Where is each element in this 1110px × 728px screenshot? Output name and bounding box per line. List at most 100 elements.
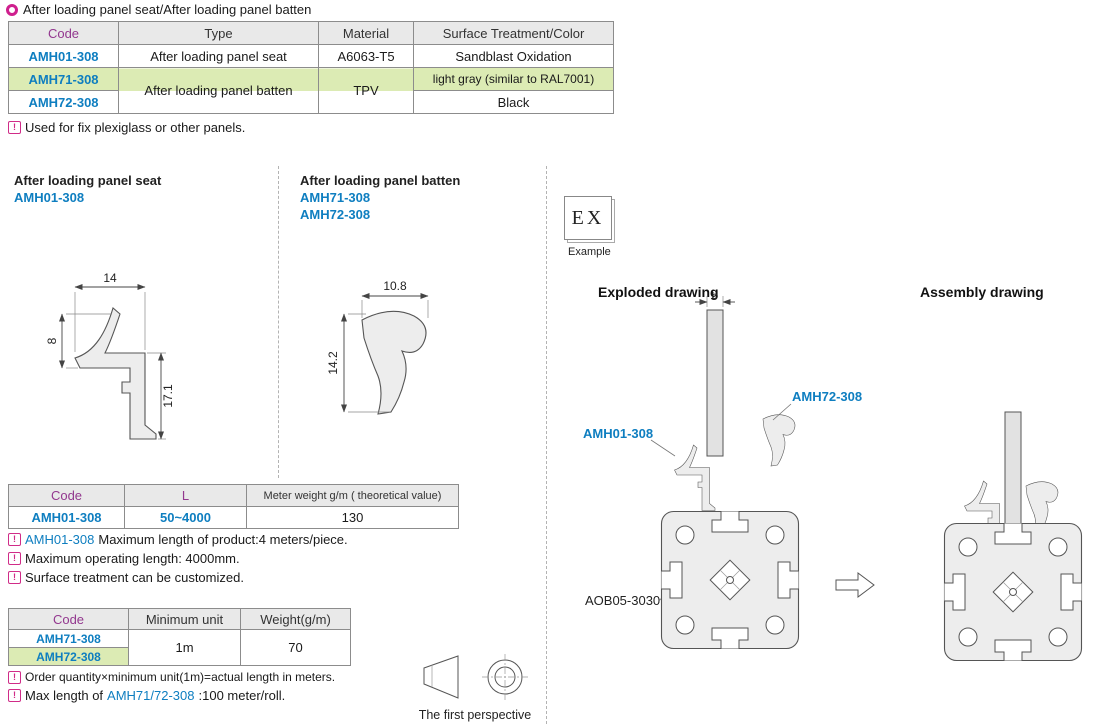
perspective-caption: The first perspective: [418, 708, 532, 722]
col-header-code: Code: [8, 484, 125, 507]
cell-min-unit: 1m: [128, 629, 241, 666]
note-text: Order quantity×minimum unit(1m)=actual l…: [25, 670, 336, 684]
col-header-type: Type: [118, 21, 319, 45]
page-title-row: After loading panel seat/After loading p…: [6, 2, 311, 17]
assembly-direction-arrow-icon: [835, 572, 875, 598]
cell-code: AMH72-308: [8, 647, 129, 666]
exploded-profile-label: AOB05-3030: [585, 593, 660, 608]
table-row: AMH71-308 1m 70: [8, 629, 351, 666]
batten-drawing-heading: After loading panel batten AMH71-308 AMH…: [300, 172, 460, 223]
alert-icon: !: [8, 670, 21, 684]
batten-profile-shape: [361, 310, 427, 415]
seat-profile-shape: [74, 307, 157, 440]
col-header-min-unit: Minimum unit: [128, 608, 241, 630]
table-row: AMH72-308: [8, 647, 351, 666]
batten-dim-height: 14.2: [326, 351, 340, 375]
unit-table: Code Minimum unit Weight(g/m) AMH71-308 …: [8, 608, 351, 666]
assembly-drawing-title: Assembly drawing: [920, 284, 1044, 300]
example-label: EX: [571, 206, 605, 229]
first-angle-projection-symbol: [423, 654, 528, 700]
col-header-l: L: [124, 484, 247, 507]
panel-dim: 5: [712, 292, 719, 302]
table-row: AMH71-308 After loading panel batten TPV…: [8, 67, 614, 114]
cell-weight: 70: [240, 629, 351, 666]
note-text: Maximum operating length: 4000mm.: [25, 551, 240, 566]
page-title: After loading panel seat/After loading p…: [23, 2, 312, 17]
length-note-2: ! Maximum operating length: 4000mm.: [8, 551, 240, 566]
batten-dim-width: 10.8: [383, 279, 407, 293]
col-header-weight: Weight(g/m): [240, 608, 351, 630]
cell-code: AMH71-308: [8, 629, 129, 648]
cell-l: 50~4000: [124, 506, 247, 529]
exploded-drawing-title: Exploded drawing: [598, 284, 719, 300]
note-code: AMH01-308: [25, 532, 95, 547]
cell-code: AMH01-308: [8, 44, 119, 68]
example-box: EX: [564, 196, 612, 240]
col-header-surface: Surface Treatment/Color: [413, 21, 614, 45]
cell-code: AMH72-308: [8, 90, 119, 114]
cell-material: TPV: [318, 67, 414, 114]
seat-dim-height-left: 8: [45, 337, 59, 344]
cell-surface: Black: [413, 90, 614, 114]
example-caption: Example: [568, 246, 611, 258]
note-text: Surface treatment can be customized.: [25, 570, 244, 585]
cell-type: After loading panel batten: [118, 67, 319, 114]
col-header-code: Code: [8, 608, 129, 630]
col-header-code: Code: [8, 21, 119, 45]
usage-note-text: Used for fix plexiglass or other panels.: [25, 120, 246, 135]
seat-drawing-code: AMH01-308: [14, 190, 85, 205]
alert-icon: !: [8, 552, 21, 565]
note-text-pre: Max length of: [25, 688, 104, 703]
length-note-3: ! Surface treatment can be customized.: [8, 570, 244, 585]
assembled-batten-piece: [1025, 481, 1059, 534]
section-bullet-icon: [6, 3, 18, 16]
alert-icon: !: [8, 571, 21, 584]
cell-code: AMH01-308: [8, 506, 125, 529]
spec-table: Code Type Material Surface Treatment/Col…: [8, 21, 614, 114]
exploded-drawing: 5 AMH72-308 AMH01-308 AOB05-3030: [583, 292, 875, 667]
cell-surface: Sandblast Oxidation: [413, 44, 614, 68]
seat-drawing-heading: After loading panel seat AMH01-308: [14, 172, 161, 206]
seat-profile-drawing: 14 8 17.1: [45, 271, 175, 440]
length-table: Code L Meter weight g/m ( theoretical va…: [8, 484, 459, 529]
exploded-seat-piece: [674, 444, 716, 511]
table-row: AMH01-308 After loading panel seat A6063…: [8, 44, 614, 68]
alert-icon: !: [8, 689, 21, 702]
alert-icon: !: [8, 533, 21, 546]
batten-drawing-code-1: AMH71-308: [300, 190, 371, 205]
table-row: AMH01-308 50~4000 130: [8, 506, 459, 529]
exploded-batten-label: AMH72-308: [792, 389, 862, 404]
note-text: Maximum length of product:4 meters/piece…: [98, 532, 348, 547]
table-row: AMH72-308 Black: [8, 90, 614, 114]
seat-dim-height-right: 17.1: [161, 384, 175, 408]
cell-code: AMH71-308: [8, 67, 119, 91]
vertical-divider: [546, 166, 547, 724]
col-header-material: Material: [318, 21, 414, 45]
length-table-header-row: Code L Meter weight g/m ( theoretical va…: [8, 484, 459, 507]
unit-table-header-row: Code Minimum unit Weight(g/m): [8, 608, 351, 630]
cell-type: After loading panel seat: [118, 44, 319, 68]
batten-drawing-title: After loading panel batten: [300, 173, 461, 188]
cell-weight: 130: [246, 506, 459, 529]
note-text-post: :100 meter/roll.: [198, 688, 286, 703]
alert-icon: !: [8, 121, 21, 134]
cell-material: A6063-T5: [318, 44, 414, 68]
assembly-drawing: [925, 411, 1100, 675]
unit-note-1: ! Order quantity×minimum unit(1m)=actual…: [8, 670, 335, 684]
note-code: AMH71/72-308: [107, 688, 195, 703]
vertical-divider: [278, 166, 279, 478]
batten-profile-drawing: 10.8 14.2: [326, 279, 429, 415]
unit-note-2: ! Max length of AMH71/72-308 :100 meter/…: [8, 688, 285, 703]
exploded-batten-piece: [762, 414, 796, 467]
usage-note: ! Used for fix plexiglass or other panel…: [8, 120, 245, 135]
truncated-cone-icon: [423, 655, 459, 699]
panel-plate: [706, 309, 724, 457]
exploded-seat-label: AMH01-308: [583, 426, 653, 441]
seat-drawing-title: After loading panel seat: [14, 173, 162, 188]
batten-drawing-code-2: AMH72-308: [300, 207, 371, 222]
seat-dim-width: 14: [103, 271, 117, 285]
spec-table-header-row: Code Type Material Surface Treatment/Col…: [8, 21, 614, 45]
cell-surface: light gray (similar to RAL7001): [413, 67, 614, 91]
